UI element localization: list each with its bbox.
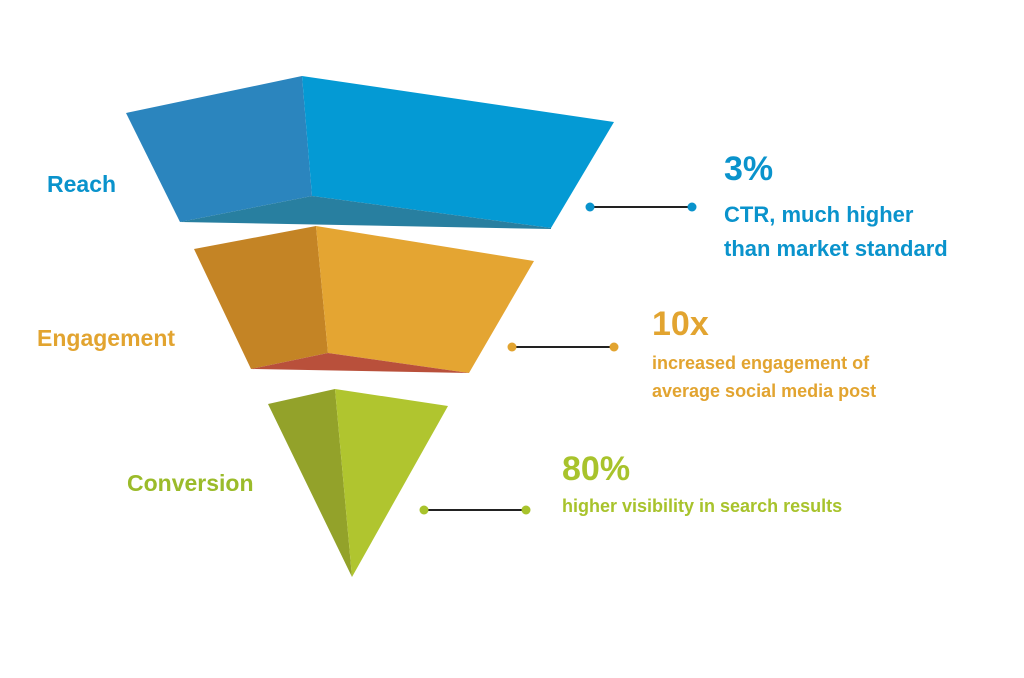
stat-description-line: average social media post — [652, 381, 877, 401]
engagement-left-face — [194, 226, 328, 369]
connector-reach — [585, 202, 697, 212]
reach-bottom-face — [180, 196, 551, 229]
stage-label-conversion: Conversion — [127, 470, 254, 496]
reach-right-face — [302, 76, 614, 228]
stat-description-conversion: higher visibility in search results — [562, 494, 842, 518]
funnel-segment-engagement — [194, 226, 534, 373]
connector-reach-start-dot — [585, 202, 595, 212]
engagement-right-face — [316, 226, 534, 373]
stage-label-engagement: Engagement — [37, 325, 176, 351]
reach-left-face — [126, 76, 312, 222]
connector-reach-end-dot — [687, 202, 697, 212]
funnel-segment-reach — [126, 76, 614, 229]
stat-description-reach: CTR, much higher than market standard — [724, 198, 948, 266]
connector-engagement — [507, 342, 619, 352]
conversion-right-face — [335, 389, 448, 577]
stat-description-engagement: increased engagement of average social m… — [652, 349, 876, 405]
stat-description-line: higher visibility in search results — [562, 496, 843, 516]
stat-description-line: than market standard — [724, 236, 948, 261]
connector-conversion-end-dot — [521, 505, 531, 515]
engagement-bottom-face — [251, 353, 469, 373]
stat-value-reach: 3% — [724, 150, 774, 188]
stage-label-reach: Reach — [47, 171, 117, 197]
connector-engagement-start-dot — [507, 342, 517, 352]
stat-description-line: increased engagement of — [652, 353, 870, 373]
stat-value-conversion: 80% — [562, 450, 631, 488]
stat-value-engagement: 10x — [652, 305, 709, 343]
connector-engagement-end-dot — [609, 342, 619, 352]
connector-conversion — [419, 505, 531, 515]
stat-description-line: CTR, much higher — [724, 202, 914, 227]
conversion-left-face — [268, 389, 352, 577]
connector-conversion-start-dot — [419, 505, 429, 515]
funnel-segment-conversion — [268, 389, 448, 577]
